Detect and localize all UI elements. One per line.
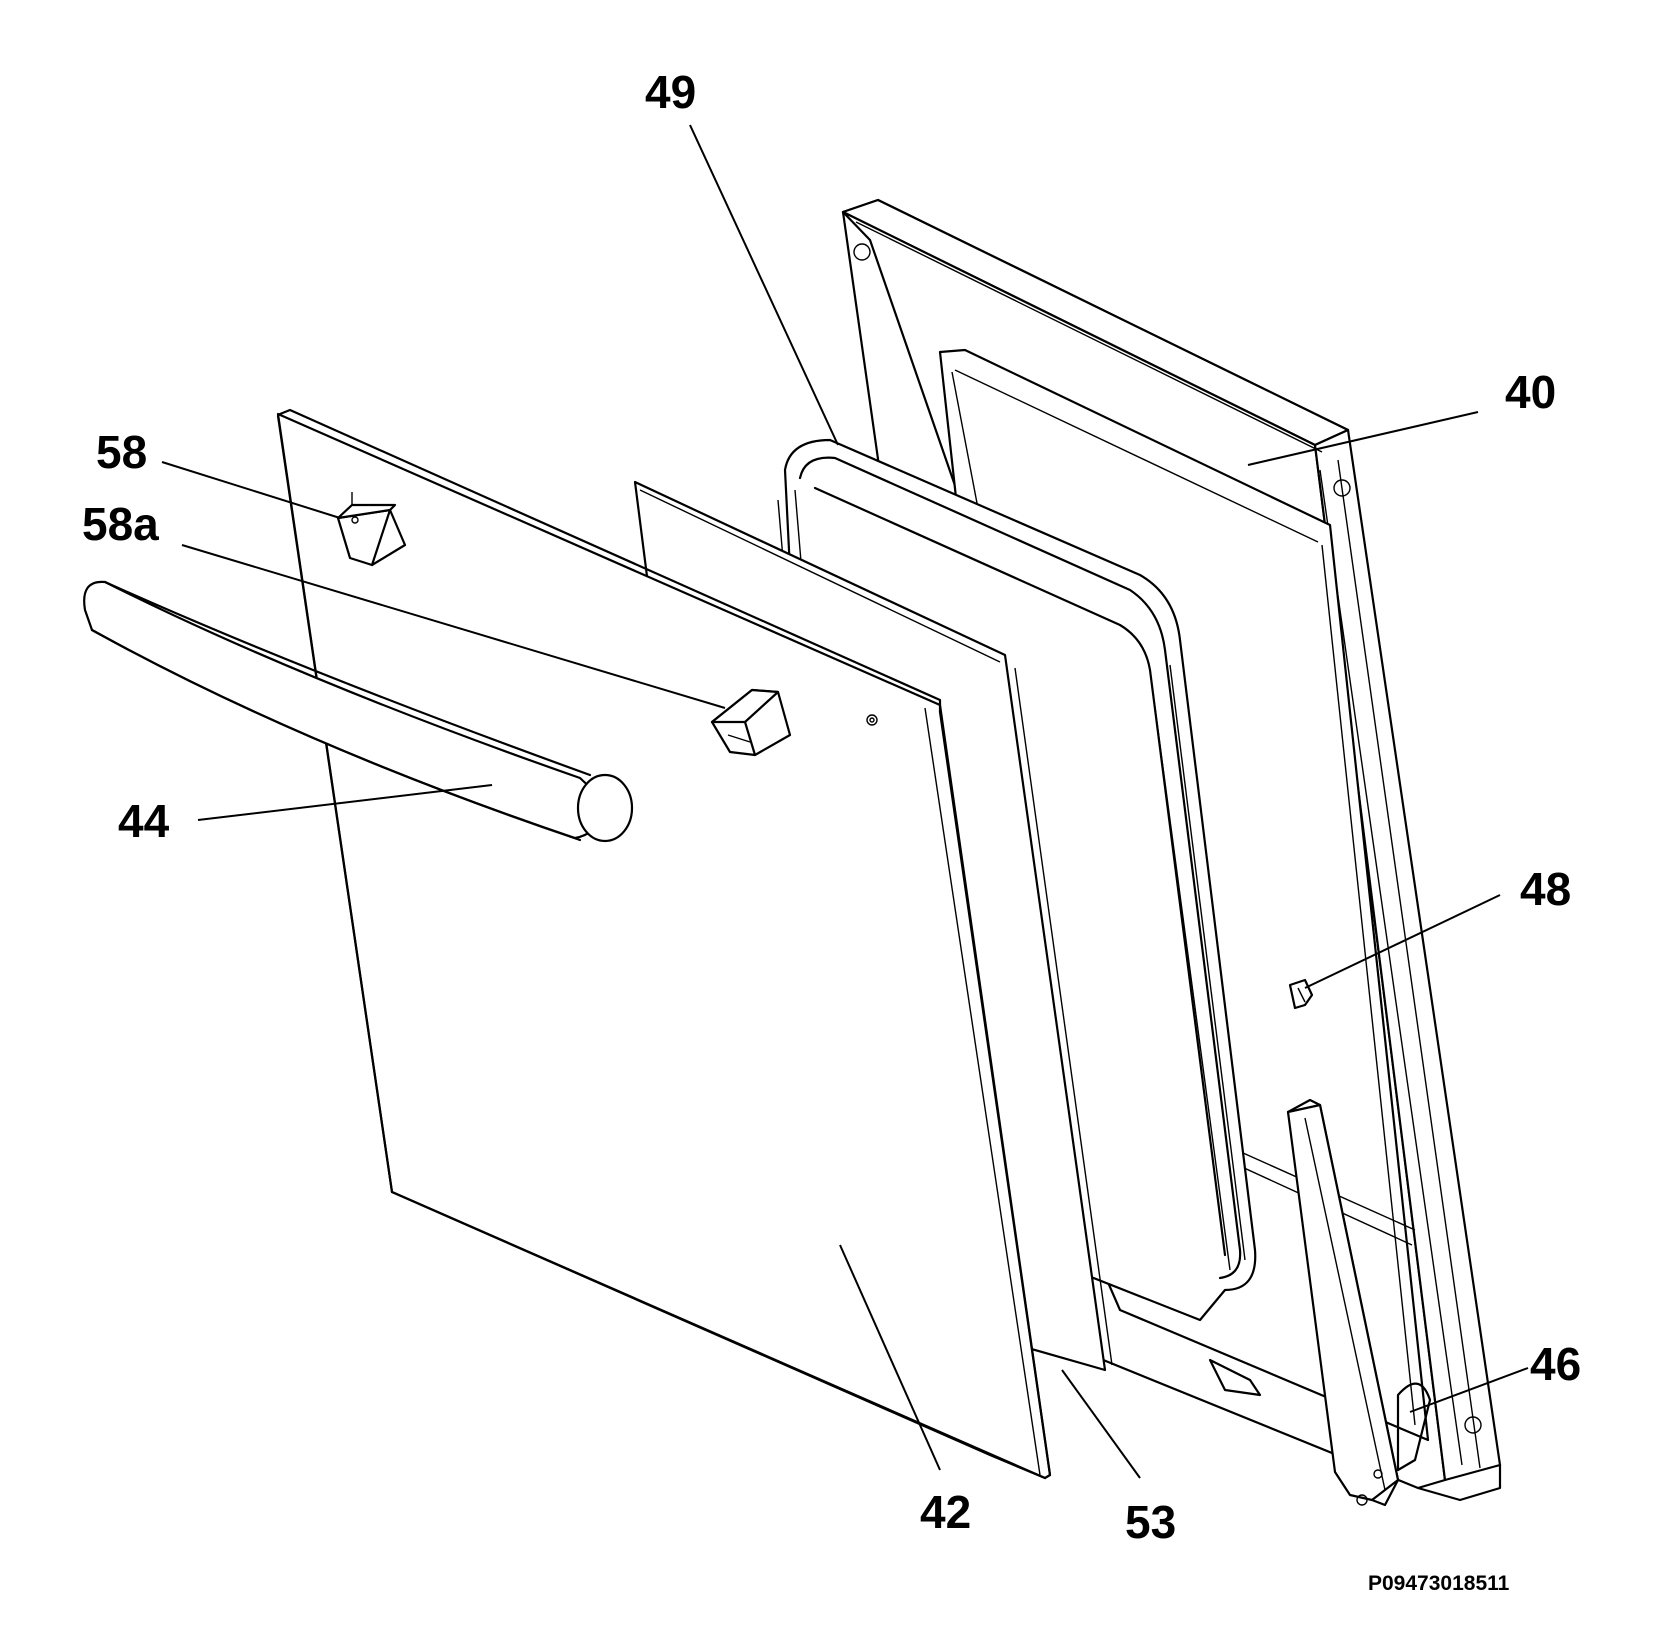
leader-58 xyxy=(161,461,341,519)
callout-labels: 49 40 58 58a 44 48 46 42 53 xyxy=(82,66,1581,1548)
leader-46 xyxy=(1409,1367,1529,1413)
leader-44 xyxy=(197,784,493,821)
callout-44: 44 xyxy=(118,795,170,847)
callout-40: 40 xyxy=(1505,366,1556,418)
drawing-code: P09473018511 xyxy=(1368,1572,1510,1595)
leader-48 xyxy=(1304,894,1501,989)
leader-58a xyxy=(181,544,726,709)
leader-49 xyxy=(689,124,839,446)
part-44-door-handle xyxy=(83,580,634,843)
part-42-outer-door-panel xyxy=(276,408,1052,1480)
part-46-hinge-bracket xyxy=(1208,1098,1432,1507)
callout-58a: 58a xyxy=(82,498,159,550)
callout-42: 42 xyxy=(920,1486,971,1538)
callout-48: 48 xyxy=(1520,863,1571,915)
callout-53: 53 xyxy=(1125,1496,1176,1548)
callout-58: 58 xyxy=(96,426,147,478)
leader-42 xyxy=(839,1244,941,1471)
leader-40 xyxy=(1247,411,1479,466)
leader-lines xyxy=(161,124,1529,1479)
leader-53 xyxy=(1061,1369,1141,1479)
part-58a-handle-mount xyxy=(710,688,792,757)
callout-46: 46 xyxy=(1530,1338,1581,1390)
callout-49: 49 xyxy=(645,66,696,118)
part-58-hinge-block xyxy=(336,492,407,567)
